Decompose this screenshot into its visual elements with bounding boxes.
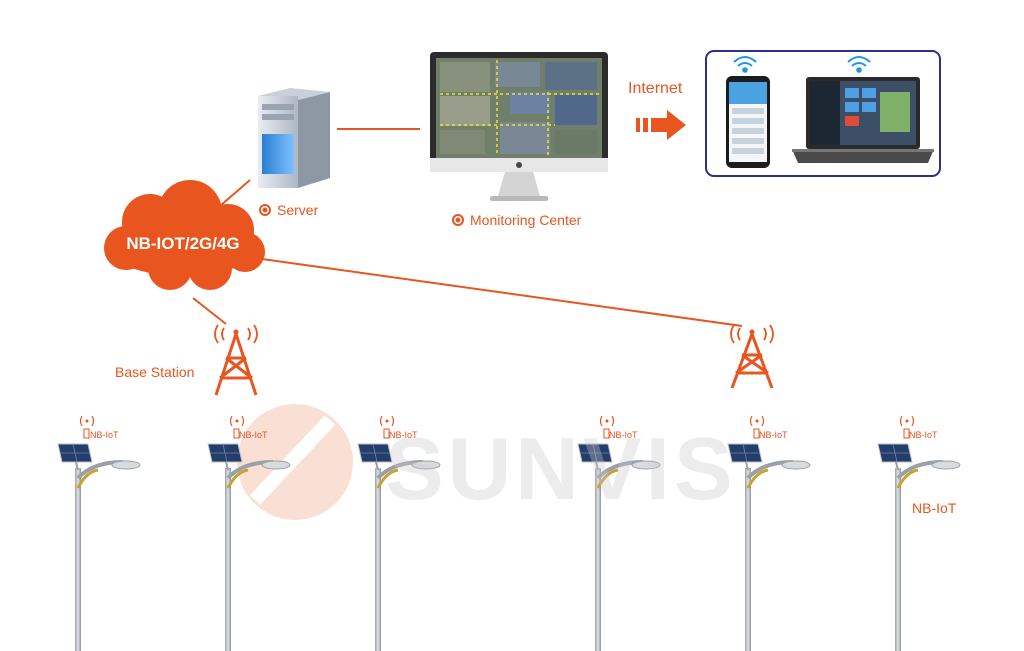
- line-cloud-tower2: [261, 258, 743, 327]
- line-cloud-tower1: [192, 297, 227, 325]
- tower-icon: [214, 324, 258, 396]
- watermark-text: SUNVIS: [385, 419, 737, 518]
- bullet-icon: [259, 204, 271, 216]
- nb-iot-tag-2: NB-IoT: [239, 430, 268, 440]
- watermark-logo: [237, 404, 353, 520]
- base-station-label: Base Station: [115, 364, 195, 380]
- cloud-icon: [104, 180, 265, 290]
- bullet-icon: [452, 214, 464, 226]
- monitoring-center-label: Monitoring Center: [452, 212, 581, 228]
- solar-street-light-icon: [727, 415, 811, 651]
- internet-label: Internet: [628, 80, 683, 97]
- server-icon: [258, 88, 330, 188]
- wifi-icon: [847, 56, 871, 73]
- solar-street-light-icon: [207, 415, 291, 651]
- tower-icon: [730, 324, 774, 389]
- solar-street-light-icon: [357, 415, 441, 651]
- nb-iot-label: NB-IoT: [912, 500, 957, 516]
- nb-iot-tag-3: NB-IoT: [389, 430, 418, 440]
- wifi-icon: [733, 56, 757, 73]
- smartphone-icon: [726, 76, 770, 168]
- arrow-right-icon: [636, 110, 686, 140]
- solar-street-light-icon: [877, 415, 961, 651]
- solar-street-light-icon: [57, 415, 141, 651]
- nb-iot-tag-6: NB-IoT: [909, 430, 938, 440]
- laptop-icon: [792, 77, 934, 163]
- solar-street-light-icon: [577, 415, 661, 651]
- monitor-icon: [430, 52, 608, 201]
- nb-iot-tag-5: NB-IoT: [759, 430, 788, 440]
- nb-iot-tag-1: NB-IoT: [90, 430, 119, 440]
- network-label: NB-IOT/2G/4G: [126, 234, 240, 253]
- nb-iot-tag-4: NB-IoT: [609, 430, 638, 440]
- server-label: Server: [259, 202, 318, 218]
